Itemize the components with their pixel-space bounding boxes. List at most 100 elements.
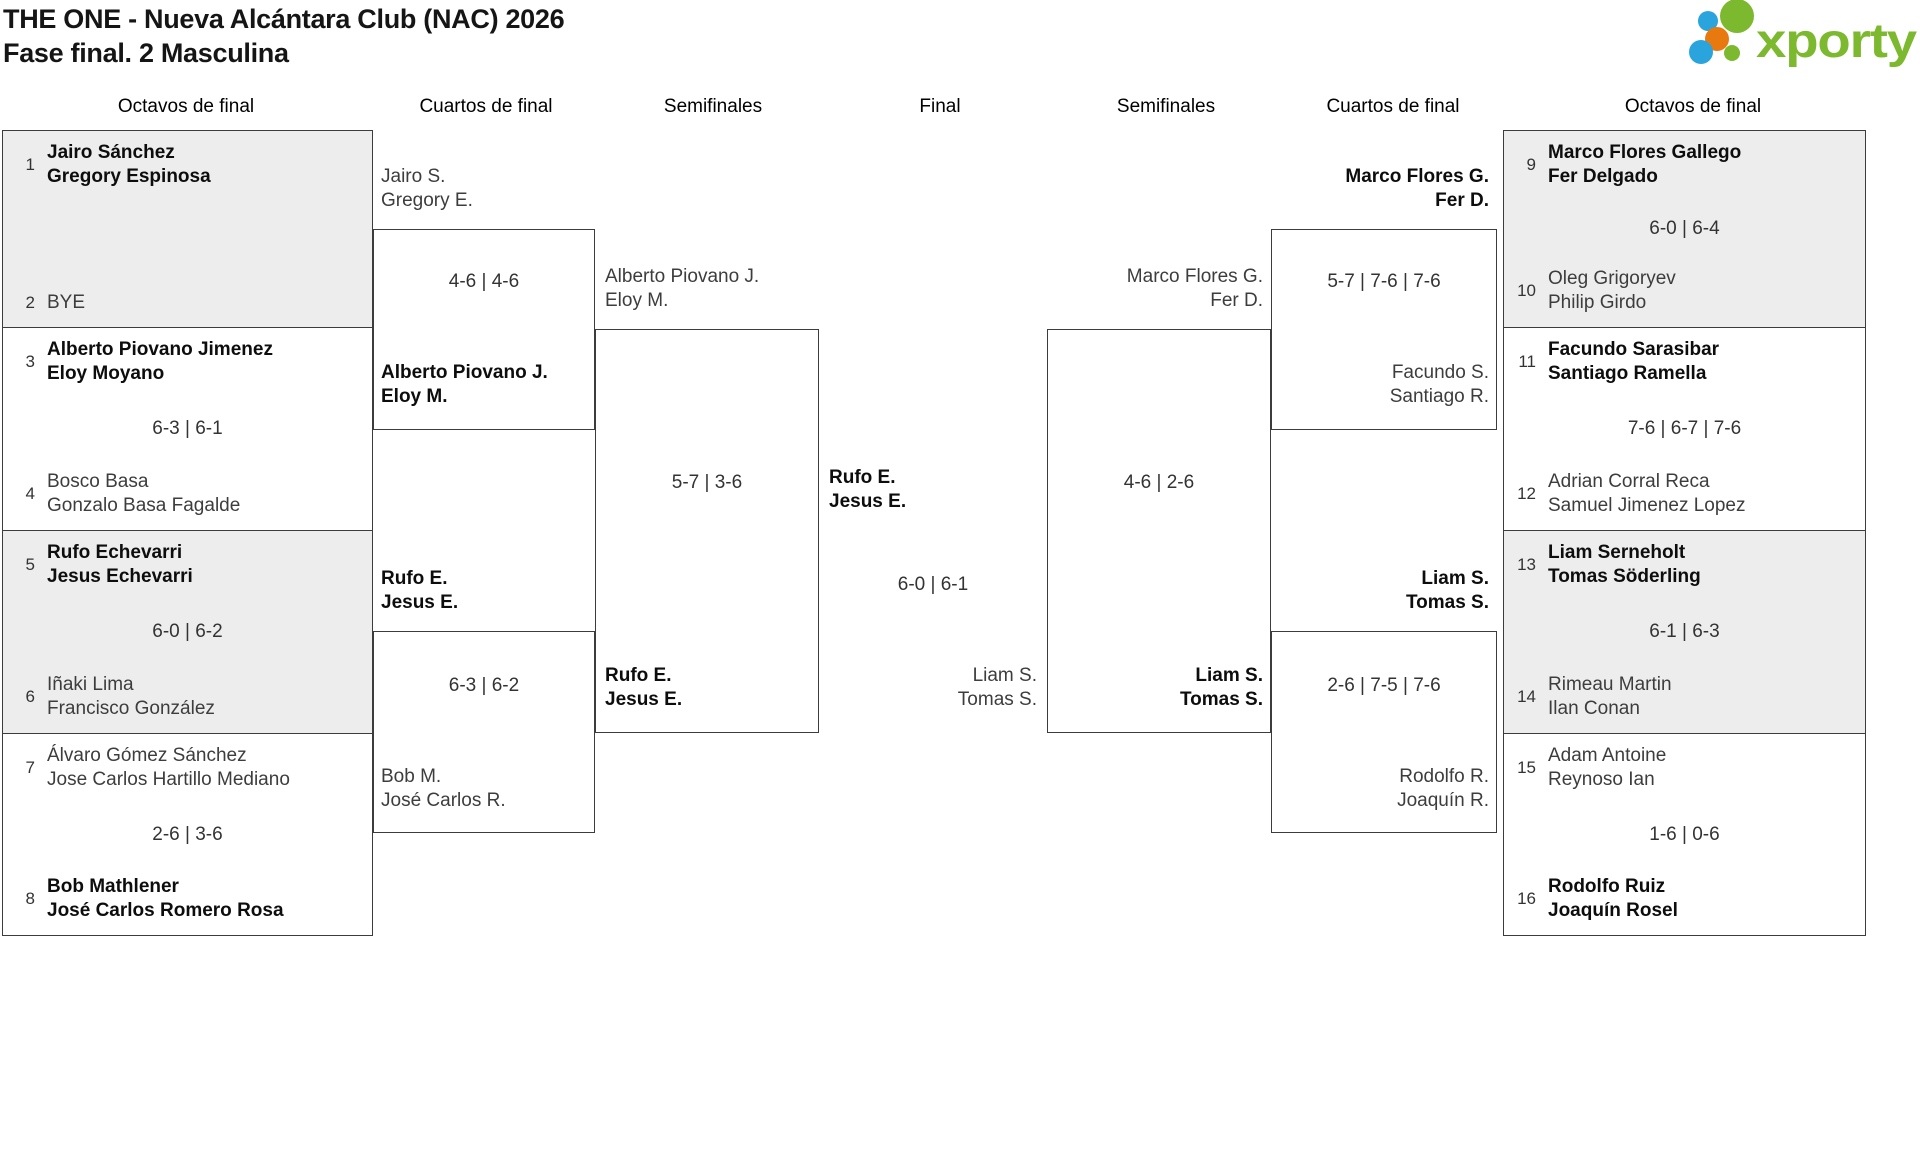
- logo-dot-green-small: [1724, 45, 1740, 61]
- round-header-octavos-right: Octavos de final: [1624, 96, 1762, 117]
- player-name: Rufo E.: [829, 467, 896, 488]
- player-name: Santiago R.: [1389, 386, 1489, 407]
- team-names: Iñaki Lima Francisco González: [47, 673, 215, 721]
- player-name: José Carlos Romero Rosa: [47, 900, 284, 921]
- match-score: 6-0 | 6-2: [152, 621, 223, 642]
- team-names: Rodolfo R. Joaquín R.: [1279, 765, 1489, 813]
- team-names: Rufo Echevarri Jesus Echevarri: [47, 541, 193, 589]
- page-title: THE ONE - Nueva Alcántara Club (NAC) 202…: [3, 4, 565, 34]
- player-name: Alberto Piovano Jimenez: [47, 339, 273, 360]
- team-row: 4 Bosco Basa Gonzalo Basa Fagalde: [11, 470, 364, 518]
- match-score: 2-6 | 7-5 | 7-6: [1327, 675, 1441, 696]
- team-names: Liam Serneholt Tomas Söderling: [1548, 541, 1701, 589]
- match-score: 6-0 | 6-4: [1649, 218, 1720, 239]
- player-name: Alberto Piovano J.: [605, 266, 760, 287]
- team-names: Álvaro Gómez Sánchez Jose Carlos Hartill…: [47, 744, 290, 792]
- seed-number: 7: [25, 758, 35, 777]
- seed-number: 6: [25, 687, 35, 706]
- seed-number: 14: [1517, 687, 1536, 706]
- player-name: Bosco Basa: [47, 471, 149, 492]
- player-name: Liam S.: [972, 665, 1037, 686]
- team-row: 15 Adam Antoine Reynoso Ian: [1512, 744, 1857, 792]
- player-name: Marco Flores G.: [1345, 166, 1489, 187]
- player-name: Jesus Echevarri: [47, 566, 193, 587]
- seed-number: 11: [1518, 352, 1536, 371]
- octavos-match-7-8: 7 Álvaro Gómez Sánchez Jose Carlos Harti…: [2, 733, 373, 936]
- player-name: Ilan Conan: [1548, 698, 1640, 719]
- bracket-line-cuartos-right-top: [1271, 229, 1497, 430]
- player-name: Rufo E.: [381, 568, 448, 589]
- player-name: Iñaki Lima: [47, 674, 134, 695]
- team-row: 6 Iñaki Lima Francisco González: [11, 673, 364, 721]
- player-name: Jesus E.: [829, 491, 907, 512]
- player-name: Gonzalo Basa Fagalde: [47, 495, 241, 516]
- seed-number: 13: [1517, 555, 1536, 574]
- round-header-cuartos-right: Cuartos de final: [1326, 96, 1460, 117]
- round-header-semis-left: Semifinales: [663, 96, 763, 117]
- team-names: Marco Flores G. Fer D.: [1053, 265, 1263, 313]
- player-name: Bob M.: [381, 766, 442, 787]
- team-names: Rufo E. Jesus E.: [605, 664, 815, 712]
- team-names: Liam S. Tomas S.: [827, 664, 1037, 712]
- team-names: Bob M. José Carlos R.: [381, 765, 591, 813]
- team-names: BYE: [47, 291, 85, 315]
- player-name: Fer D.: [1210, 290, 1263, 311]
- octavos-match-3-4: 3 Alberto Piovano Jimenez Eloy Moyano 6-…: [2, 327, 373, 531]
- team-names: Adam Antoine Reynoso Ian: [1548, 744, 1666, 792]
- bracket-line-cuartos-left-top: [373, 229, 595, 430]
- round-header-octavos-left: Octavos de final: [117, 96, 255, 117]
- match-score: 6-3 | 6-2: [448, 675, 520, 696]
- player-name: Jose Carlos Hartillo Mediano: [47, 769, 290, 790]
- player-name: Eloy Moyano: [47, 363, 165, 384]
- team-row: 8 Bob Mathlener José Carlos Romero Rosa: [11, 875, 364, 923]
- logo-dot-blue-small: [1698, 11, 1718, 31]
- bracket-line-semifinal-left: [595, 329, 819, 733]
- player-name: Alberto Piovano J.: [381, 362, 548, 383]
- team-names: Rufo E. Jesus E.: [381, 567, 591, 615]
- player-name: Marco Flores G.: [1126, 266, 1263, 287]
- octavos-match-15-16: 15 Adam Antoine Reynoso Ian 1-6 | 0-6 16…: [1503, 733, 1866, 936]
- player-name: Adam Antoine: [1548, 745, 1667, 766]
- xporty-logo[interactable]: xporty: [1680, 0, 1920, 70]
- team-names: Adrian Corral Reca Samuel Jimenez Lopez: [1548, 470, 1746, 518]
- team-row: 3 Alberto Piovano Jimenez Eloy Moyano: [11, 338, 364, 386]
- player-name: Gregory E.: [381, 190, 473, 211]
- team-names: Rimeau Martin Ilan Conan: [1548, 673, 1672, 721]
- team-row: 5 Rufo Echevarri Jesus Echevarri: [11, 541, 364, 589]
- team-row: 7 Álvaro Gómez Sánchez Jose Carlos Harti…: [11, 744, 364, 792]
- logo-dot-blue-large: [1689, 40, 1713, 64]
- match-score: 5-7 | 7-6 | 7-6: [1327, 271, 1441, 292]
- page-header: THE ONE - Nueva Alcántara Club (NAC) 202…: [3, 2, 565, 70]
- team-names: Liam S. Tomas S.: [1279, 567, 1489, 615]
- bracket-line-cuartos-right-bottom: [1271, 631, 1497, 833]
- player-name: Gregory Espinosa: [47, 166, 211, 187]
- seed-number: 15: [1517, 758, 1536, 777]
- team-names: Alberto Piovano J. Eloy M.: [605, 265, 815, 313]
- seed-number: 1: [25, 155, 35, 174]
- player-name: Liam Serneholt: [1548, 542, 1686, 563]
- octavos-match-13-14: 13 Liam Serneholt Tomas Söderling 6-1 | …: [1503, 530, 1866, 734]
- round-header-semis-right: Semifinales: [1116, 96, 1216, 117]
- team-names: Facundo Sarasibar Santiago Ramella: [1548, 338, 1719, 386]
- player-name: Tomas Söderling: [1548, 566, 1701, 587]
- seed-number: 10: [1517, 281, 1536, 300]
- team-names: Jairo Sánchez Gregory Espinosa: [47, 141, 211, 189]
- player-name: Tomas S.: [957, 689, 1037, 710]
- player-name: Rodolfo Ruiz: [1548, 876, 1666, 897]
- player-name: José Carlos R.: [381, 790, 506, 811]
- team-row: 1 Jairo Sánchez Gregory Espinosa: [11, 141, 364, 189]
- team-names: Rufo E. Jesus E.: [829, 466, 1039, 514]
- team-names: Alberto Piovano J. Eloy M.: [381, 361, 591, 409]
- seed-number: 2: [25, 293, 35, 312]
- seed-number: 12: [1517, 484, 1536, 503]
- player-name: Facundo Sarasibar: [1548, 339, 1720, 360]
- match-score: 2-6 | 3-6: [152, 823, 223, 845]
- team-names: Liam S. Tomas S.: [1053, 664, 1263, 712]
- team-row: 12 Adrian Corral Reca Samuel Jimenez Lop…: [1512, 470, 1857, 518]
- octavos-match-11-12: 11 Facundo Sarasibar Santiago Ramella 7-…: [1503, 327, 1866, 531]
- team-row: 14 Rimeau Martin Ilan Conan: [1512, 673, 1857, 721]
- player-name: Fer Delgado: [1548, 166, 1658, 187]
- bracket-line-semifinal-right: [1047, 329, 1271, 733]
- team-row: 2 BYE: [11, 291, 364, 315]
- player-name: Tomas S.: [1405, 592, 1489, 613]
